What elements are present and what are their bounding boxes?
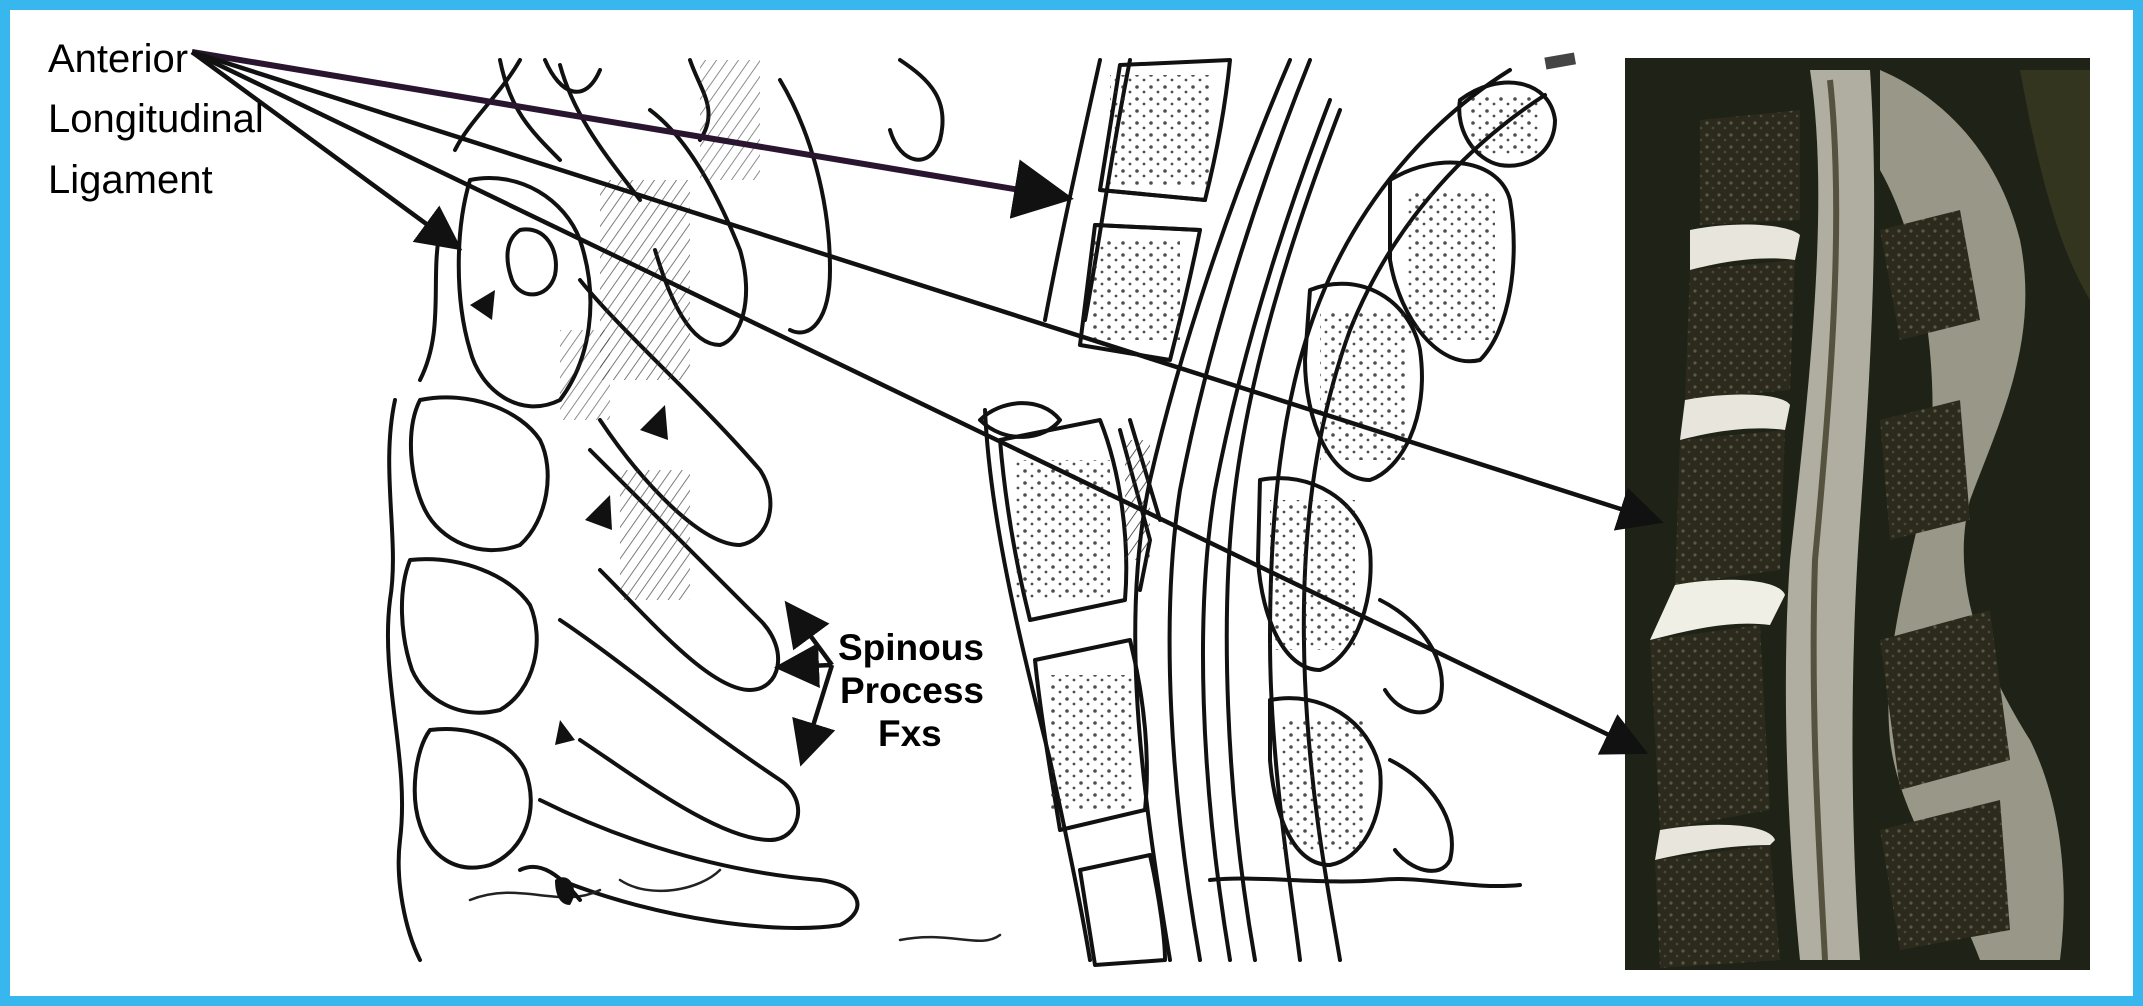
label-fxs: Fxs	[878, 713, 942, 754]
label-ligament: Ligament	[48, 158, 213, 202]
arrow-spinous-mid	[783, 665, 832, 667]
label-process: Process	[840, 670, 984, 711]
label-longitudinal: Longitudinal	[48, 97, 264, 141]
label-anterior: Anterior	[48, 37, 188, 81]
spine-photograph	[1625, 58, 2090, 970]
label-spinous: Spinous	[838, 627, 984, 668]
